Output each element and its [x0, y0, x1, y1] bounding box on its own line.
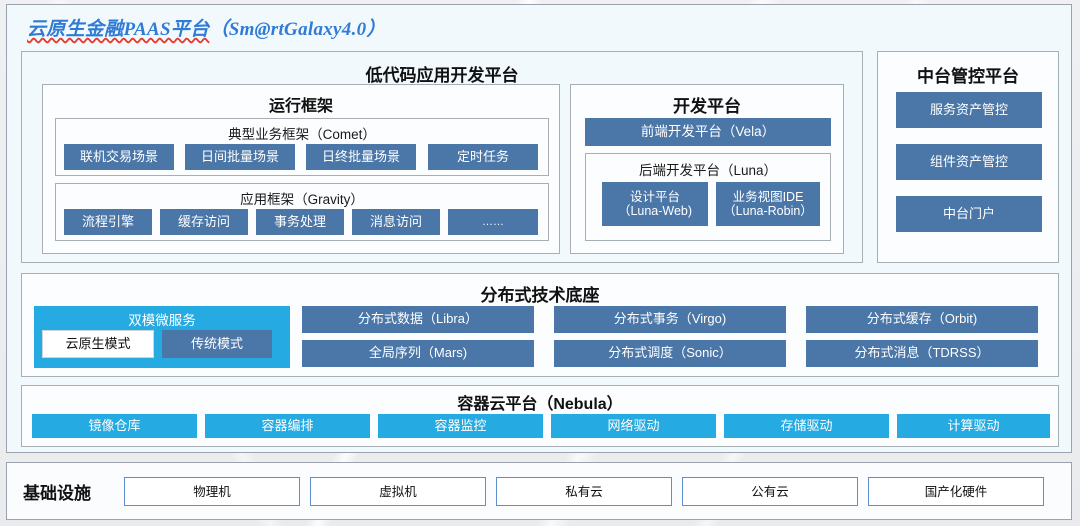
page-title-cn: 云原生金融PAAS平台 [27, 19, 210, 40]
chip-luna-web-line2: （Luna-Web) [617, 204, 693, 218]
chip-distributed-data-libra[interactable]: 分布式数据（Libra） [302, 306, 534, 333]
chip-process-engine[interactable]: 流程引擎 [64, 209, 152, 235]
development-platform-title: 开发平台 [673, 97, 741, 116]
chip-distributed-scheduling-sonic[interactable]: 分布式调度（Sonic） [554, 340, 786, 367]
runtime-framework-title: 运行框架 [268, 98, 333, 115]
chip-component-asset-control[interactable]: 组件资产管控 [896, 144, 1042, 180]
lowcode-platform-title: 低代码应用开发平台 [365, 66, 519, 85]
page-title: 云原生金融PAAS平台（Sm@rtGalaxy4.0） [27, 14, 386, 41]
development-platform-panel: 开发平台 前端开发平台（Vela） 后端开发平台（Luna） 设计平台（Luna… [570, 84, 844, 254]
container-cloud-title: 容器云平台（Nebula） [457, 396, 623, 413]
chip-luna-robin-line2: （Luna-Robin） [723, 204, 813, 218]
chip-middle-office-portal[interactable]: 中台门户 [896, 196, 1042, 232]
comet-panel: 典型业务框架（Comet） 联机交易场景 日间批量场景 日终批量场景 定时任务 [55, 118, 549, 176]
lowcode-platform-panel: 低代码应用开发平台 运行框架 典型业务框架（Comet） 联机交易场景 日间批量… [21, 51, 863, 263]
chip-private-cloud[interactable]: 私有云 [496, 477, 672, 506]
chip-distributed-cache-orbit[interactable]: 分布式缓存（Orbit) [806, 306, 1038, 333]
chip-distributed-message-tdrss[interactable]: 分布式消息（TDRSS） [806, 340, 1038, 367]
chip-intraday-batch[interactable]: 日间批量场景 [185, 144, 295, 170]
dualmode-title: 双模微服务 [128, 313, 196, 328]
chip-online-transaction[interactable]: 联机交易场景 [64, 144, 174, 170]
middle-office-panel: 中台管控平台 服务资产管控 组件资产管控 中台门户 [877, 51, 1059, 263]
chip-frontend-vela[interactable]: 前端开发平台（Vela） [585, 118, 831, 146]
chip-container-monitoring[interactable]: 容器监控 [378, 414, 543, 438]
chip-network-driver[interactable]: 网络驱动 [551, 414, 716, 438]
chip-compute-driver[interactable]: 计算驱动 [897, 414, 1050, 438]
chip-luna-robin[interactable]: 业务视图IDE（Luna-Robin） [716, 182, 820, 226]
chip-service-asset-control[interactable]: 服务资产管控 [896, 92, 1042, 128]
page-title-en: （Sm@rtGalaxy4.0） [209, 19, 386, 40]
dualmode-microservice-block: 双模微服务 云原生模式 传统模式 [34, 306, 290, 368]
chip-public-cloud[interactable]: 公有云 [682, 477, 858, 506]
chip-message-access[interactable]: 消息访问 [352, 209, 440, 235]
chip-domestic-hardware[interactable]: 国产化硬件 [868, 477, 1044, 506]
chip-scheduled-task[interactable]: 定时任务 [428, 144, 538, 170]
infrastructure-label: 基础设施 [23, 484, 91, 503]
chip-traditional-mode[interactable]: 传统模式 [162, 330, 272, 358]
middle-office-title: 中台管控平台 [917, 67, 1019, 86]
chip-endofday-batch[interactable]: 日终批量场景 [306, 144, 416, 170]
chip-storage-driver[interactable]: 存储驱动 [724, 414, 889, 438]
chip-cloud-native-mode[interactable]: 云原生模式 [42, 330, 154, 358]
infrastructure-panel: 基础设施 物理机 虚拟机 私有云 公有云 国产化硬件 [6, 462, 1072, 520]
runtime-framework-panel: 运行框架 典型业务框架（Comet） 联机交易场景 日间批量场景 日终批量场景 … [42, 84, 560, 254]
chip-physical-machine[interactable]: 物理机 [124, 477, 300, 506]
gravity-title: 应用框架（Gravity） [240, 192, 364, 207]
chip-luna-web[interactable]: 设计平台（Luna-Web) [602, 182, 708, 226]
chip-cache-access[interactable]: 缓存访问 [160, 209, 248, 235]
chip-more-ellipsis[interactable]: …… [448, 209, 538, 235]
platform-panel: 云原生金融PAAS平台（Sm@rtGalaxy4.0） 低代码应用开发平台 运行… [6, 4, 1072, 453]
chip-distributed-transaction-virgo[interactable]: 分布式事务（Virgo) [554, 306, 786, 333]
chip-luna-robin-line1: 业务视图IDE [732, 190, 804, 204]
chip-global-sequence-mars[interactable]: 全局序列（Mars) [302, 340, 534, 367]
container-cloud-panel: 容器云平台（Nebula） 镜像仓库 容器编排 容器监控 网络驱动 存储驱动 计… [21, 385, 1059, 447]
chip-virtual-machine[interactable]: 虚拟机 [310, 477, 486, 506]
distributed-base-panel: 分布式技术底座 双模微服务 云原生模式 传统模式 分布式数据（Libra） 全局… [21, 273, 1059, 377]
gravity-panel: 应用框架（Gravity） 流程引擎 缓存访问 事务处理 消息访问 …… [55, 183, 549, 241]
chip-transaction-processing[interactable]: 事务处理 [256, 209, 344, 235]
luna-backend-panel: 后端开发平台（Luna） 设计平台（Luna-Web) 业务视图IDE（Luna… [585, 153, 831, 241]
comet-title: 典型业务框架（Comet） [228, 127, 376, 142]
chip-container-orchestration[interactable]: 容器编排 [205, 414, 370, 438]
chip-image-registry[interactable]: 镜像仓库 [32, 414, 197, 438]
chip-luna-web-line1: 设计平台 [629, 190, 680, 204]
distributed-base-title: 分布式技术底座 [480, 286, 600, 305]
luna-title: 后端开发平台（Luna） [638, 163, 778, 178]
